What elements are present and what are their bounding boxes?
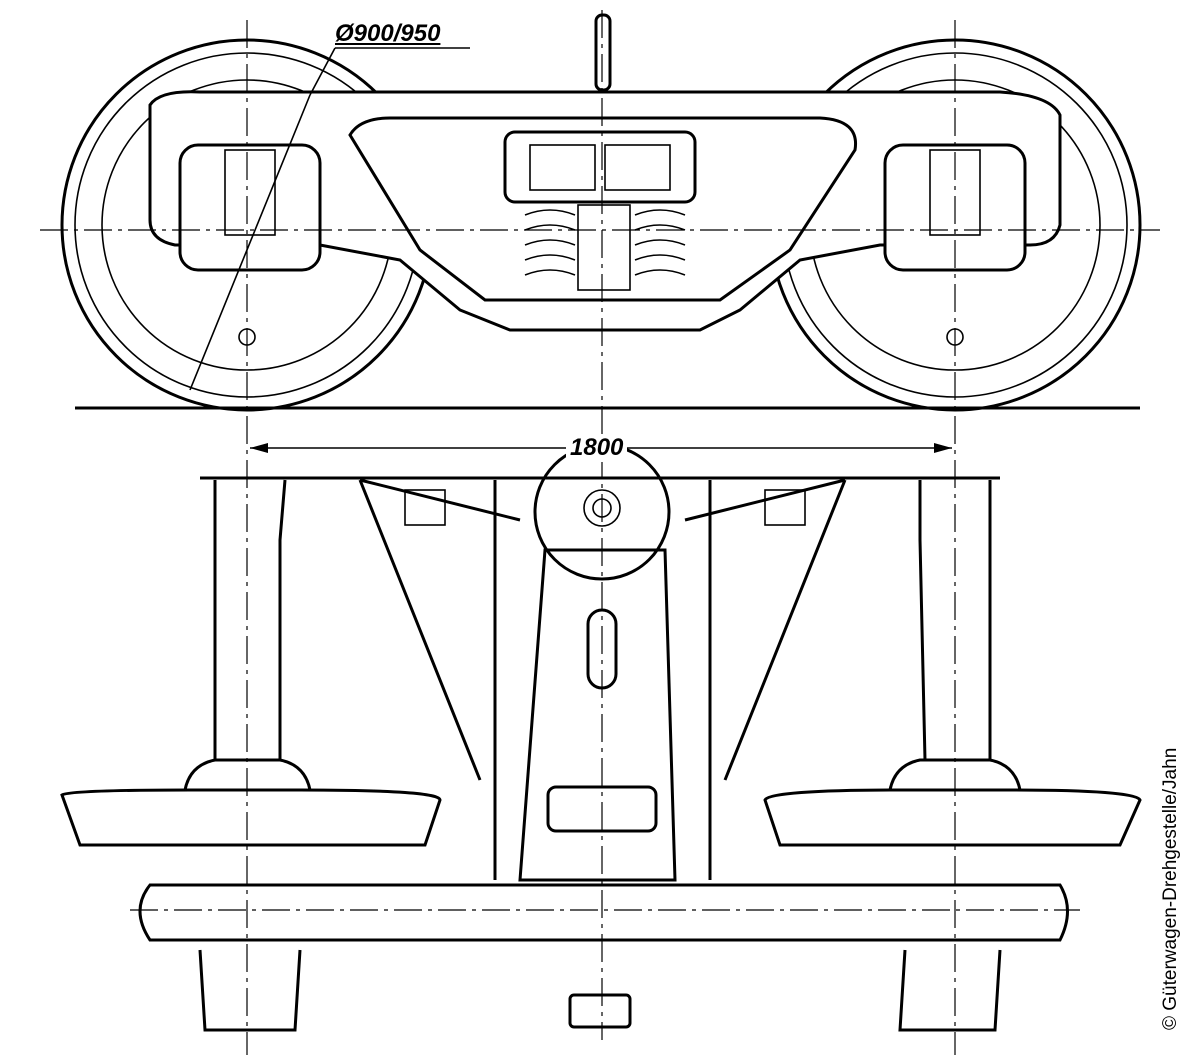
left-axle [213, 479, 287, 762]
diameter-leader [189, 94, 311, 391]
bolster-end [503, 130, 697, 204]
center-pin [594, 13, 612, 92]
bolster-plan [518, 548, 677, 882]
side-frame-plan [138, 883, 1069, 942]
left-axlebox-plan [198, 949, 302, 1032]
frame-window [348, 116, 858, 302]
wheel-diameter-label: Ø900/950 [335, 20, 441, 47]
left-wheel-plan [60, 788, 442, 847]
right-axlebox-plan [898, 949, 1002, 1032]
wheelbase-label: 1800 [566, 434, 628, 462]
right-wheel-plan [763, 788, 1142, 847]
side-view [60, 13, 1142, 412]
left-axlebox [178, 143, 322, 272]
brake-rigging [358, 478, 847, 781]
springs [524, 204, 686, 291]
copyright-text: © Güterwagen-Drehgestelle/Jahn [1160, 747, 1181, 1030]
plan-view [60, 443, 1142, 1032]
side-frame [148, 90, 1062, 332]
